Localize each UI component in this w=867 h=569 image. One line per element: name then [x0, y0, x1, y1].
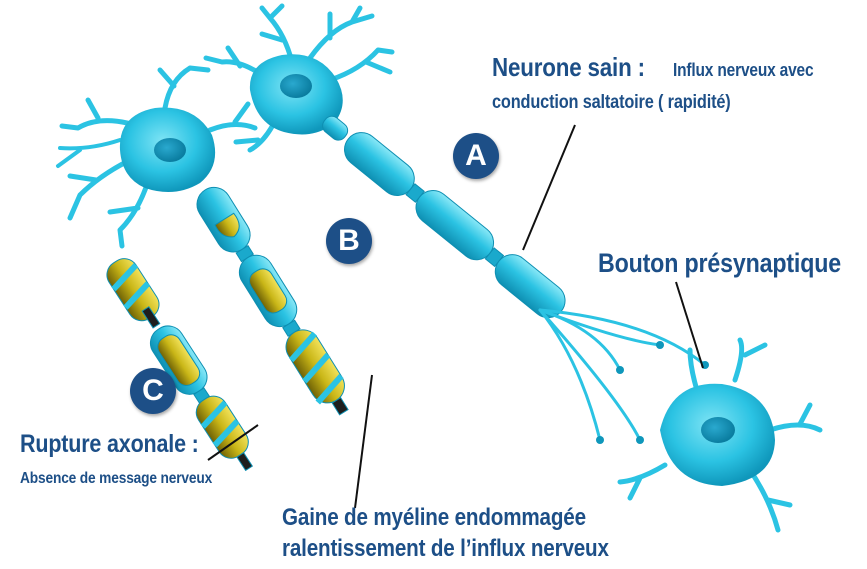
badge-b: B [326, 218, 372, 264]
label-neurone-sain-desc-2: conduction saltatoire ( rapidité) [492, 92, 731, 114]
target-neuron [620, 340, 820, 530]
axon-core-end [237, 453, 252, 471]
neuron-a-myelin-segment [409, 184, 500, 267]
pointer-neurone-sain [523, 125, 575, 250]
label-gaine-1: Gaine de myéline endommagée [282, 504, 586, 532]
pointer-gaine [355, 375, 372, 508]
badge-c: C [130, 368, 176, 414]
neuron-b-nucleus [154, 138, 186, 162]
label-bouton-presynaptique: Bouton présynaptique [598, 248, 841, 279]
neuron-a-nucleus [280, 74, 312, 98]
neuron-a-axon [314, 107, 572, 325]
neuron-b-axon [191, 181, 359, 421]
label-rupture-desc: Absence de message nerveux [20, 470, 212, 488]
badge-a: A [453, 133, 499, 179]
label-neurone-sain-title: Neurone sain : [492, 52, 645, 83]
target-neuron-nucleus [701, 417, 735, 443]
label-rupture-title: Rupture axonale : [20, 430, 199, 459]
label-gaine-2: ralentissement de l’influx nerveux [282, 535, 609, 563]
label-neurone-sain-desc-1: Influx nerveux avec [673, 60, 813, 81]
